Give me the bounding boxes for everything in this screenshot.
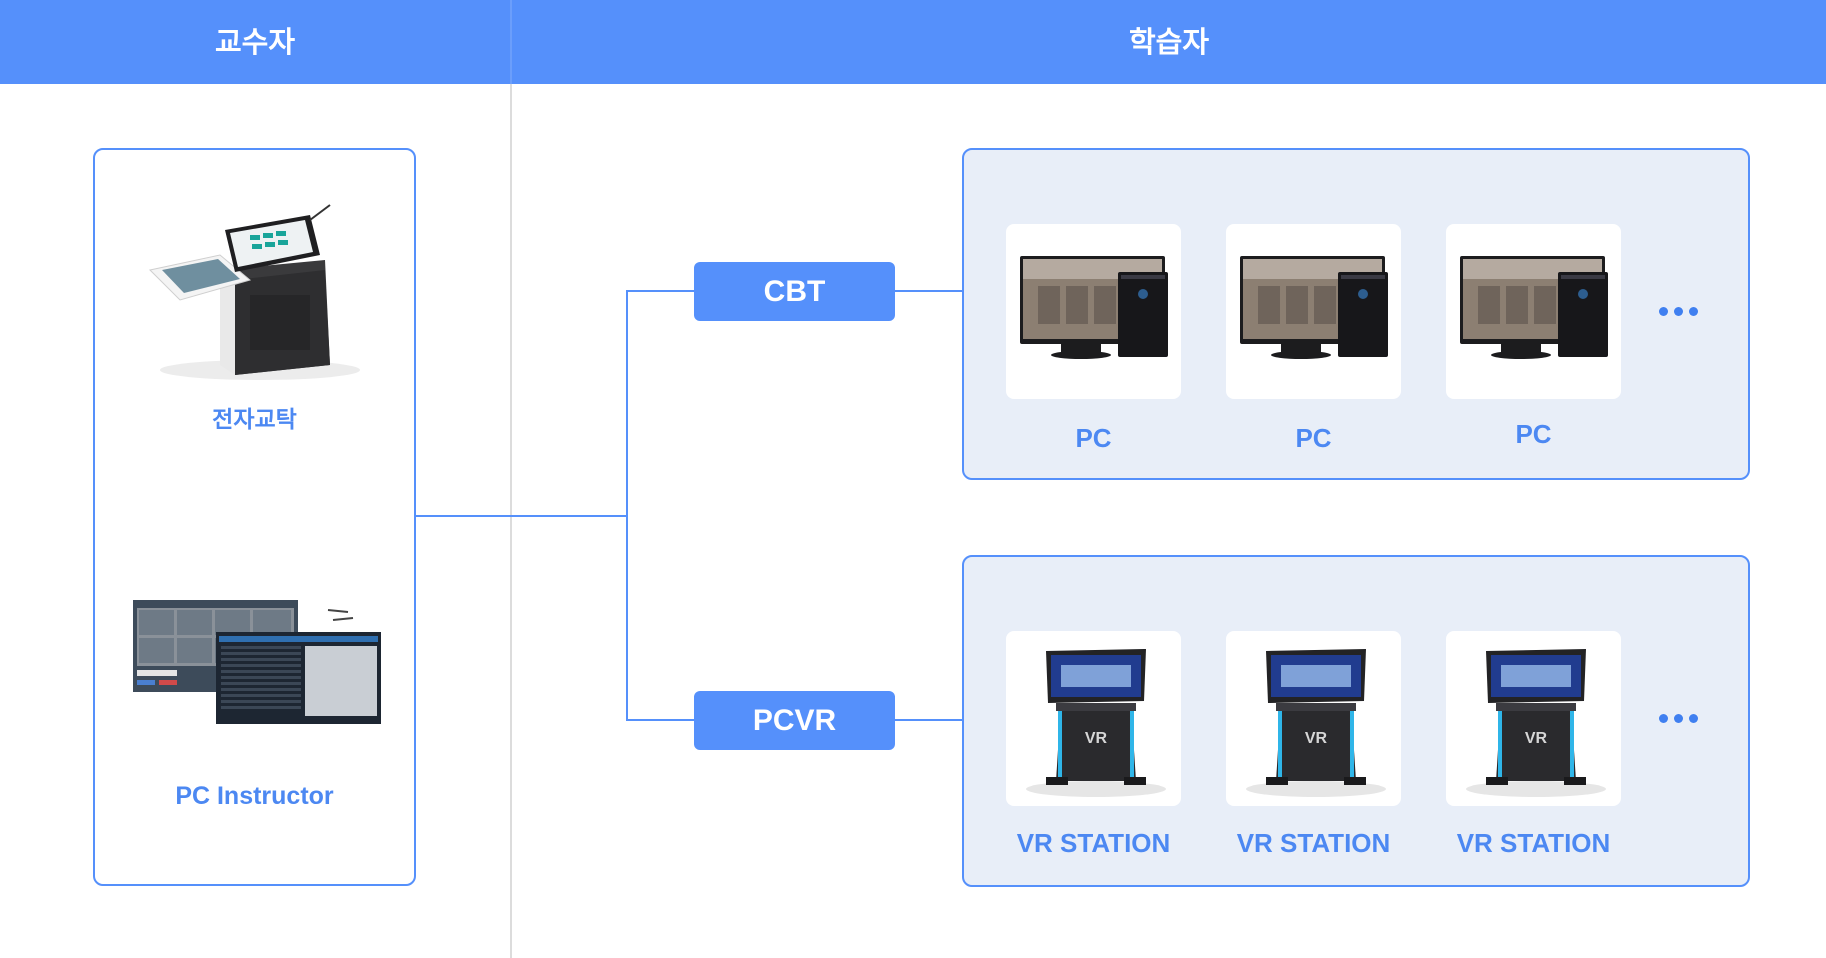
header-divider bbox=[510, 0, 512, 84]
vr-tile-3 bbox=[1446, 631, 1621, 806]
more-dots-icon bbox=[1659, 714, 1701, 724]
device-label-podium: 전자교탁 bbox=[212, 407, 297, 433]
desktop-pc-icon bbox=[1240, 256, 1388, 359]
header-bar: 교수자 학습자 bbox=[0, 0, 1826, 84]
vr-caption-3: VR STATION bbox=[1456, 828, 1611, 858]
column-divider bbox=[510, 84, 512, 958]
desktop-pc-icon bbox=[1460, 256, 1608, 359]
desktop-pc-icon bbox=[1020, 256, 1168, 359]
more-dots-icon bbox=[1659, 307, 1701, 317]
pc-caption-2: PC bbox=[1295, 423, 1332, 453]
vr-caption-2: VR STATION bbox=[1236, 828, 1391, 858]
learner-column-title: 학습자 bbox=[1128, 25, 1210, 59]
pc-caption-3: PC bbox=[1515, 419, 1552, 449]
pc-caption-1: PC bbox=[1075, 423, 1112, 453]
pc-tile-3 bbox=[1446, 224, 1621, 399]
instructor-device-box: 전자교탁 PC Instructor bbox=[93, 148, 416, 886]
mode-badge-pcvr: PCVR bbox=[694, 691, 895, 750]
vr-tile-1 bbox=[1006, 631, 1181, 806]
connector-to-cbt bbox=[626, 290, 694, 292]
pc-tile-2 bbox=[1226, 224, 1401, 399]
connector-to-pcvr bbox=[626, 719, 694, 721]
learner-group-pc: PC PC PC bbox=[962, 148, 1750, 480]
connector-cbt-to-group bbox=[895, 290, 962, 292]
pc-tile-1 bbox=[1006, 224, 1181, 399]
vr-tile-2 bbox=[1226, 631, 1401, 806]
vr-station-kiosk-icon bbox=[1466, 649, 1606, 797]
instructor-column-title: 교수자 bbox=[214, 25, 296, 59]
learner-group-vr: VR STATION VR STATION VR STATION bbox=[962, 555, 1750, 887]
electronic-podium-icon bbox=[140, 200, 375, 385]
vr-station-kiosk-icon bbox=[1026, 649, 1166, 797]
vr-caption-1: VR STATION bbox=[1016, 828, 1171, 858]
device-label-pc-instructor: PC Instructor bbox=[175, 782, 334, 810]
connector-pcvr-to-group bbox=[895, 719, 962, 721]
instructor-screens-icon bbox=[133, 600, 383, 740]
vr-station-kiosk-icon bbox=[1246, 649, 1386, 797]
connector-vertical-branch bbox=[626, 291, 628, 721]
mode-badge-cbt: CBT bbox=[694, 262, 895, 321]
connector-instructor-trunk bbox=[416, 515, 627, 517]
